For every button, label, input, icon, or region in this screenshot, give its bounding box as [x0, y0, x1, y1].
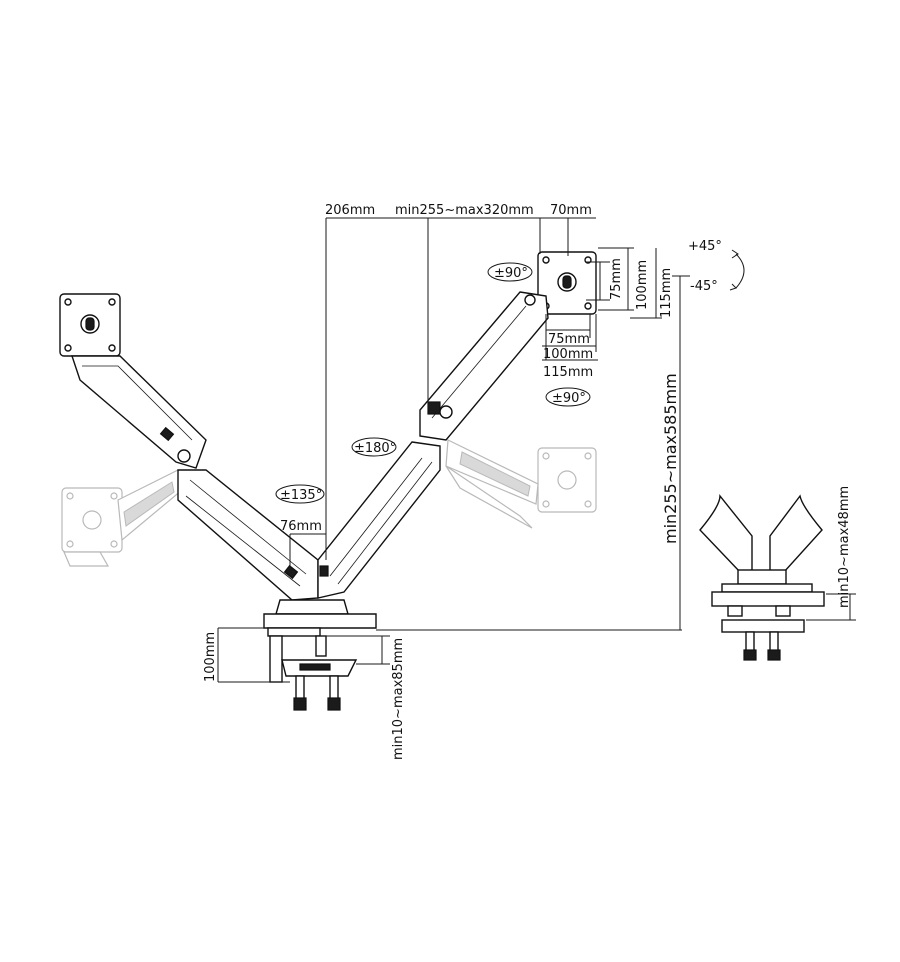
left-arm: [59, 293, 319, 601]
grommet-mount-detail: [699, 494, 825, 661]
base-width-label: 76mm: [280, 519, 322, 534]
offset-70-label: 70mm: [550, 203, 592, 218]
bottom-swivel-label: ±90°: [552, 391, 586, 406]
rotation-arrows: [275, 249, 745, 504]
arm-length-label: 206mm: [325, 203, 375, 218]
grommet-range-label: min10~max48mm: [837, 486, 852, 608]
vesa-100-horizontal-label: 100mm: [543, 347, 593, 362]
clamp-range-label: min10~max85mm: [391, 638, 406, 760]
ghost-left-monitor-position: [61, 469, 183, 567]
tilt-down-label: -45°: [690, 279, 718, 294]
base-height-label: 100mm: [203, 632, 218, 682]
base-rotation-label: ±135°: [280, 488, 322, 503]
desk-clamp: [263, 599, 377, 711]
top-swivel-label: ±90°: [494, 266, 528, 281]
vesa-100-vertical-label: 100mm: [635, 260, 650, 310]
tilt-up-label: +45°: [688, 239, 722, 254]
vesa-115-horizontal-label: 115mm: [543, 365, 593, 380]
vesa-75-horizontal-label: 75mm: [548, 332, 590, 347]
vesa-115-vertical-label: 115mm: [659, 268, 674, 318]
right-arm: [317, 251, 597, 599]
ghost-right-monitor-position: [445, 439, 597, 529]
height-range-label: min255~max585mm: [661, 373, 680, 544]
vesa-75-vertical-label: 75mm: [609, 258, 624, 300]
elbow-rotation-label: ±180°: [354, 441, 396, 456]
dimension-lines: [217, 217, 856, 683]
arm-range-label: min255~max320mm: [395, 203, 534, 218]
